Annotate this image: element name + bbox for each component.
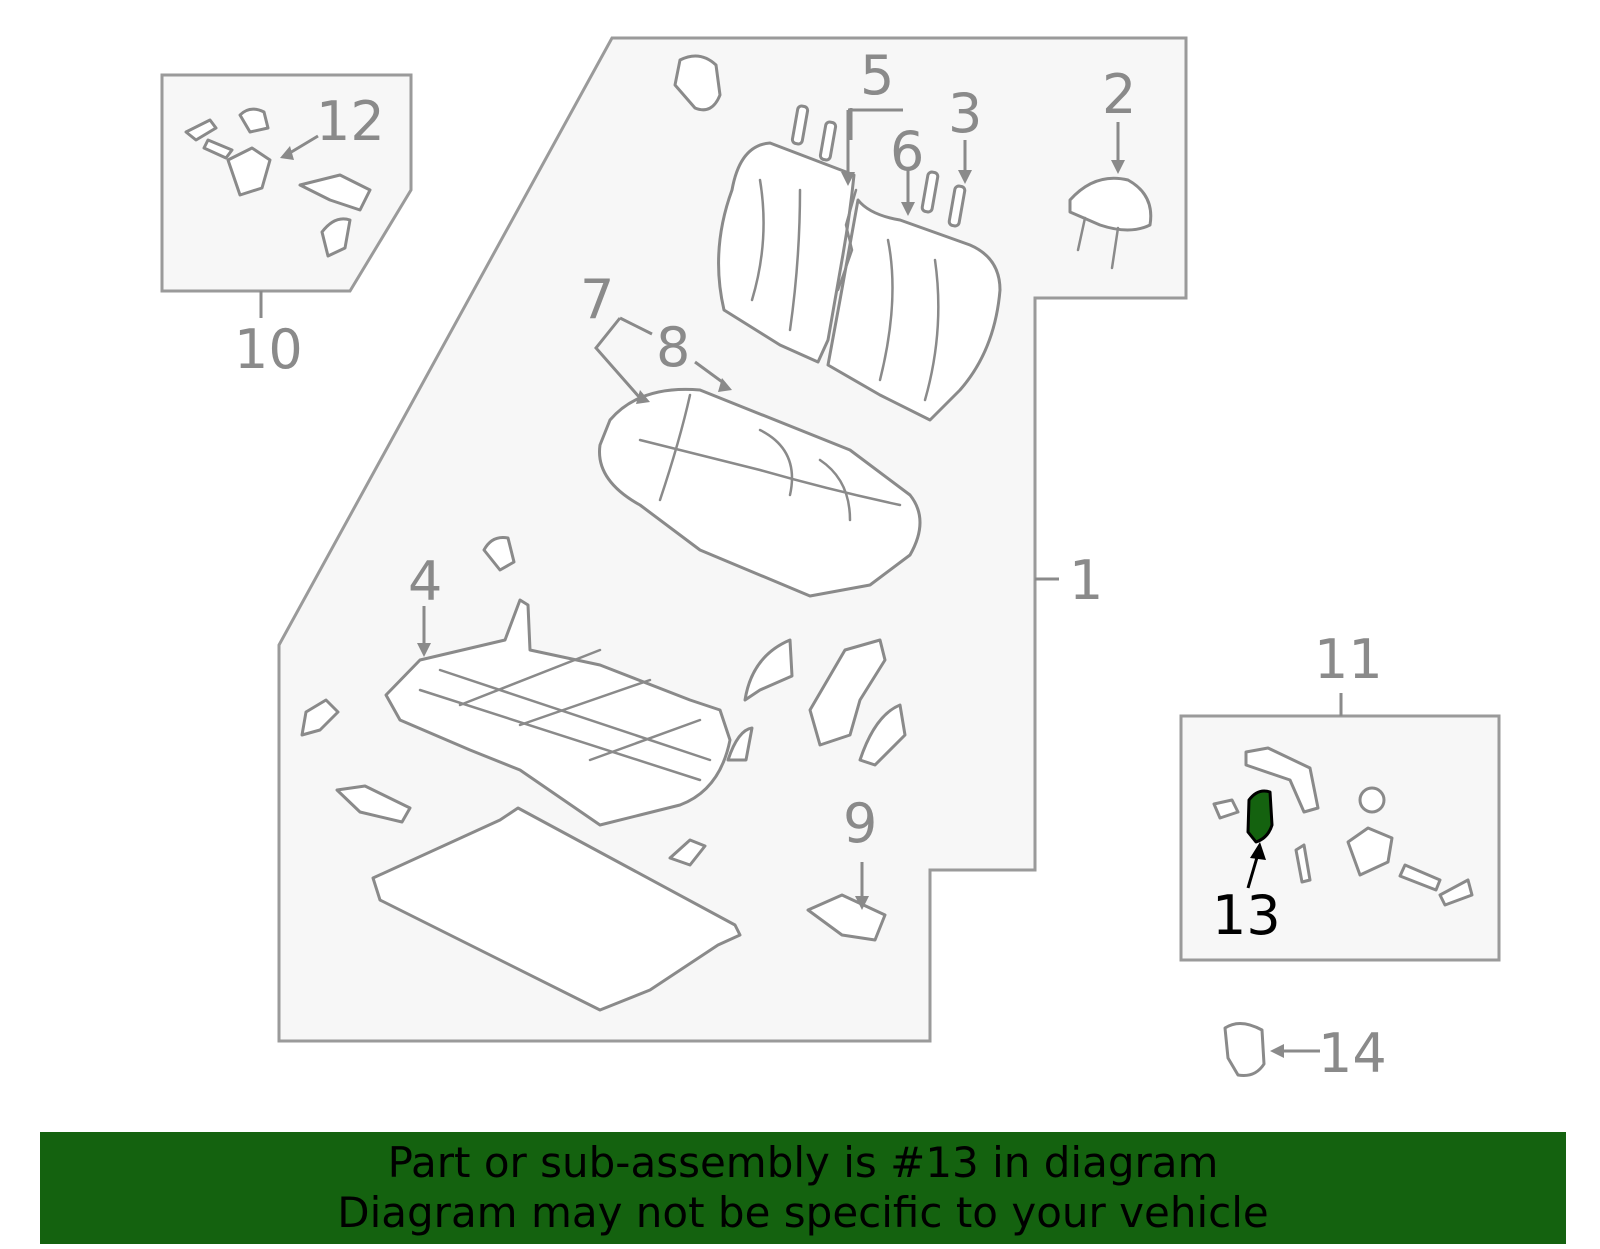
leader-7 bbox=[594, 317, 642, 399]
bracket-f bbox=[726, 726, 754, 762]
callout-3: 3 bbox=[948, 82, 982, 145]
bracket-e bbox=[743, 638, 794, 702]
arrow-6 bbox=[901, 202, 915, 216]
arrow-8 bbox=[718, 378, 732, 392]
seat-back-cover bbox=[717, 141, 1002, 422]
arrow-3 bbox=[958, 170, 972, 184]
arrow-14 bbox=[1270, 1044, 1284, 1058]
callout-2: 2 bbox=[1102, 63, 1136, 126]
side-hinge bbox=[808, 638, 887, 747]
arrow-13 bbox=[1250, 842, 1266, 860]
bracket-c bbox=[335, 784, 412, 824]
callout-14: 14 bbox=[1318, 1022, 1387, 1085]
seat-bottom-board bbox=[371, 806, 742, 1012]
headrest bbox=[1068, 176, 1153, 270]
side-cover bbox=[858, 703, 907, 767]
arrow-9 bbox=[855, 896, 869, 910]
arrow-5 bbox=[841, 172, 855, 186]
bracket-b bbox=[300, 698, 340, 737]
notice-line-1: Part or sub-assembly is #13 in diagram bbox=[387, 1138, 1219, 1187]
hinge-kit-panel-10 bbox=[160, 73, 413, 293]
hinge-kit-panel-11 bbox=[1179, 714, 1501, 962]
arrow-12 bbox=[280, 146, 294, 160]
callout-11: 11 bbox=[1314, 628, 1383, 691]
callout-13: 13 bbox=[1212, 884, 1281, 947]
callout-5: 5 bbox=[860, 44, 894, 107]
callout-12: 12 bbox=[316, 90, 385, 153]
bracket-a bbox=[482, 536, 516, 572]
arrow-2 bbox=[1111, 160, 1125, 174]
hinge-kit-10-parts bbox=[184, 107, 372, 258]
callout-7: 7 bbox=[580, 268, 614, 331]
top-clip bbox=[673, 54, 722, 112]
seat-frame bbox=[384, 598, 732, 827]
arrow-4 bbox=[417, 643, 431, 657]
callout-10: 10 bbox=[234, 318, 303, 381]
callout-8: 8 bbox=[656, 316, 690, 379]
callout-1: 1 bbox=[1069, 549, 1103, 612]
latch-9 bbox=[806, 893, 887, 942]
leader-8-b bbox=[694, 360, 726, 386]
bracket-d bbox=[668, 838, 707, 867]
callout-9: 9 bbox=[843, 792, 877, 855]
notice-line-2: Diagram may not be specific to your vehi… bbox=[337, 1188, 1269, 1237]
notice-banner: Part or sub-assembly is #13 in diagram D… bbox=[40, 1132, 1566, 1244]
seat-cushion bbox=[598, 387, 922, 598]
leader-8 bbox=[619, 316, 653, 336]
headrest-guides bbox=[790, 104, 967, 228]
arrow-7 bbox=[636, 390, 650, 404]
leader-13 bbox=[1246, 853, 1260, 889]
leader-12 bbox=[287, 134, 319, 156]
hinge-kit-11-parts bbox=[1212, 746, 1474, 907]
callout-4: 4 bbox=[408, 550, 442, 613]
part-13-highlight bbox=[1246, 789, 1274, 844]
callout-6: 6 bbox=[890, 120, 924, 183]
part-14-clip bbox=[1223, 1022, 1266, 1077]
